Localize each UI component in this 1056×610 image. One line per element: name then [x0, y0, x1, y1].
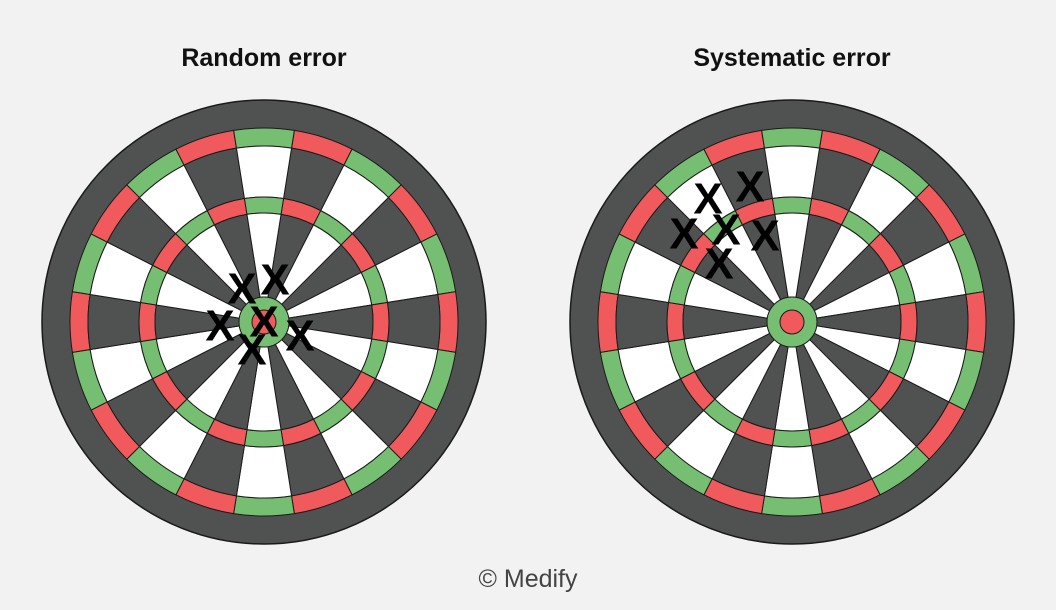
double-ring-segment [597, 291, 619, 353]
dart-hit-marker: X [260, 256, 289, 305]
bullseye [251, 309, 277, 335]
double-ring-segment [761, 495, 823, 517]
dart-hit-marker: X [735, 163, 764, 212]
double-ring-segment [233, 495, 295, 517]
treble-ring-segment [899, 301, 918, 343]
treble-ring-segment [138, 301, 157, 343]
treble-ring-segment [243, 196, 285, 215]
dart-hit-marker: X [693, 175, 722, 224]
double-ring-segment [233, 127, 295, 149]
random-error-title: Random error [181, 44, 347, 72]
double-ring-segment [761, 127, 823, 149]
dart-hit-marker: X [669, 210, 698, 259]
dart-hit-marker: X [750, 212, 779, 261]
dart-hit-marker: X [285, 312, 314, 361]
outer-single-segment [763, 145, 821, 200]
systematic-error-title: Systematic error [693, 44, 891, 72]
outer-single-segment [914, 293, 969, 351]
outer-single-segment [763, 444, 821, 499]
double-ring-segment [69, 291, 91, 353]
outer-single-segment [235, 444, 293, 499]
double-ring-segment [965, 291, 987, 353]
dart-hit-marker: X [249, 298, 278, 347]
bullseye [779, 309, 805, 335]
outer-single-segment [615, 293, 670, 351]
copyright-footer: © Medify [478, 565, 578, 593]
dart-hit-marker: X [237, 326, 266, 375]
dart-hit-marker: X [711, 206, 740, 255]
outer-single-segment [87, 293, 142, 351]
treble-ring-segment [371, 301, 390, 343]
dart-hit-marker: X [205, 302, 234, 351]
dart-hit-marker: X [704, 240, 733, 289]
outer-single-segment [386, 293, 441, 351]
treble-ring-segment [771, 429, 813, 448]
dart-hit-marker: X [227, 265, 256, 314]
treble-ring-segment [243, 429, 285, 448]
outer-single-segment [235, 145, 293, 200]
double-ring-segment [437, 291, 459, 353]
treble-ring-segment [666, 301, 685, 343]
